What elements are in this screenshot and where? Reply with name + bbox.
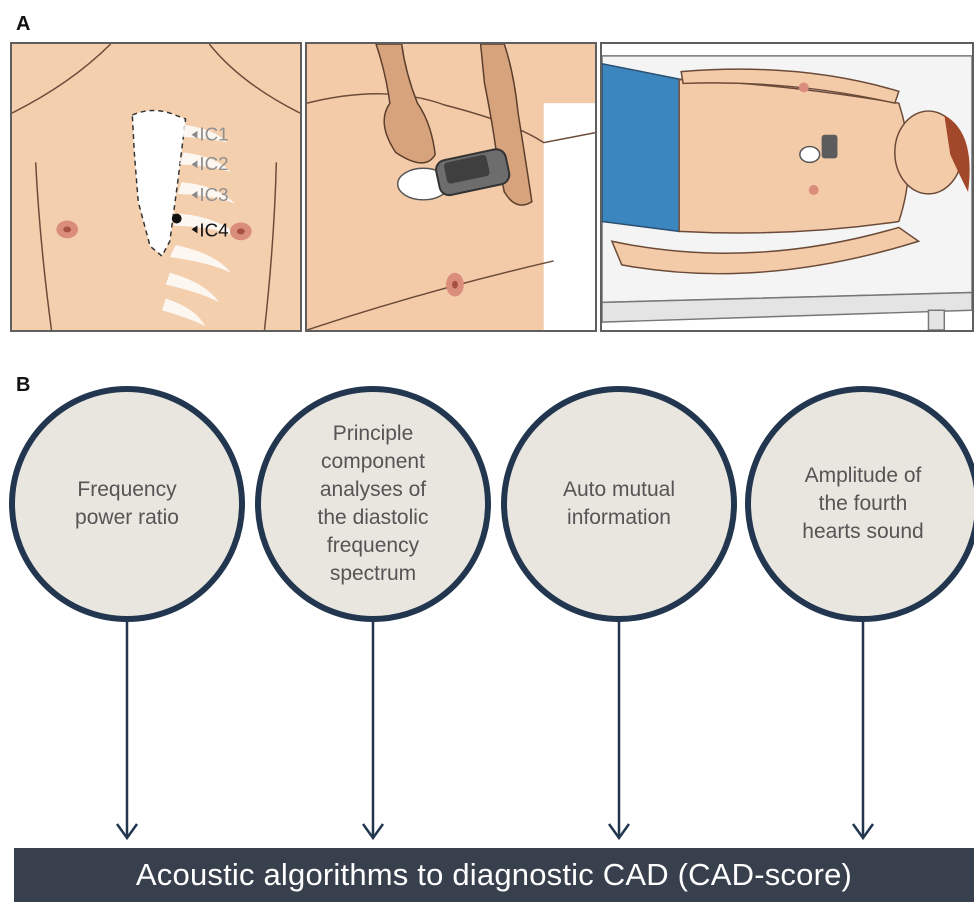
device-placement-illustration — [305, 42, 597, 332]
algorithm-node-auto-mutual-information: Auto mutual information — [501, 386, 737, 622]
cad-score-banner: Acoustic algorithms to diagnostic CAD (C… — [14, 848, 974, 902]
ic2-label: IC2 — [199, 153, 228, 174]
algorithm-node-frequency-power-ratio: Frequency power ratio — [9, 386, 245, 622]
algorithm-diagram: Frequency power ratio Principle componen… — [0, 380, 974, 902]
ic4-label: IC4 — [199, 219, 228, 240]
algorithm-node-label: Frequency power ratio — [52, 476, 202, 532]
ic3-label: IC3 — [199, 184, 228, 205]
algorithm-node-label: Amplitude of the fourth hearts sound — [788, 462, 938, 546]
algorithm-node-label: Auto mutual information — [544, 476, 694, 532]
chest-intercostal-illustration: IC1 IC2 IC3 IC4 — [10, 42, 302, 332]
ic1-label: IC1 — [199, 124, 228, 145]
panel-a-label: A — [16, 13, 30, 36]
algorithm-node-principal-component: Principle component analyses of the dias… — [255, 386, 491, 622]
algorithm-node-label: Principle component analyses of the dias… — [298, 420, 448, 588]
algorithm-node-fourth-heart-sound: Amplitude of the fourth hearts sound — [745, 386, 974, 622]
patient-lying-illustration — [600, 42, 974, 332]
